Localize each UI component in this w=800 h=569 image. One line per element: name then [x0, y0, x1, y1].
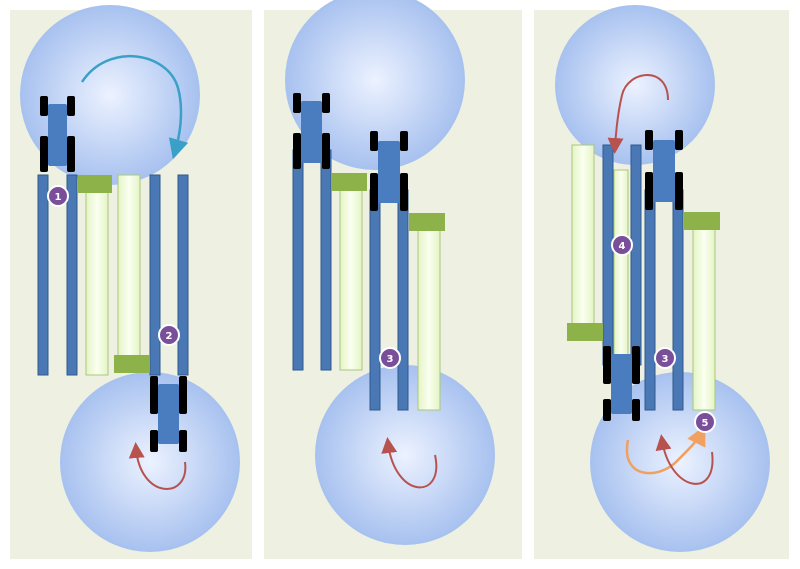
tractor-icon [150, 376, 187, 452]
strip-cap [78, 175, 112, 193]
strip-cap [114, 355, 150, 373]
crop-strip [339, 181, 363, 371]
step-number-badge: 2 [158, 324, 180, 346]
tractor-icon [370, 131, 408, 211]
track-rail [602, 144, 614, 366]
tractor-icon [40, 96, 75, 172]
curved-arrow-icon [128, 442, 187, 490]
tractor-icon [645, 130, 683, 210]
step-number-badge: 5 [694, 411, 716, 433]
crop-strip [571, 144, 595, 331]
svg-text:3: 3 [387, 354, 394, 365]
tractor-icon [603, 346, 640, 421]
track-rail [397, 189, 409, 411]
track-rail [149, 174, 161, 376]
turning-area-top [555, 5, 715, 165]
crop-strip [613, 169, 629, 361]
strip-cap [567, 323, 603, 341]
turning-area-bottom [315, 365, 495, 545]
step-number-badge: 4 [611, 234, 633, 256]
svg-text:3: 3 [662, 354, 669, 365]
step-number-badge: 3 [654, 347, 676, 369]
crop-strip [417, 221, 441, 411]
curved-arrow-icon [625, 425, 706, 475]
track-rail [66, 174, 78, 376]
curved-arrow-icon [655, 434, 714, 485]
track-rail [320, 149, 332, 371]
track-rail [177, 174, 189, 376]
curved-arrow-icon [381, 437, 438, 489]
track-rail [644, 189, 656, 411]
panel-3: 4 3 5 [534, 5, 789, 559]
crop-strip [692, 221, 716, 411]
track-rail [672, 189, 684, 411]
step-number-badge: 1 [47, 185, 69, 207]
crop-strip [85, 184, 109, 376]
track-rail [292, 149, 304, 371]
strip-cap [331, 173, 367, 191]
tractor-icon [293, 93, 330, 169]
svg-text:1: 1 [55, 192, 62, 203]
strip-cap [684, 212, 720, 230]
svg-text:5: 5 [702, 418, 709, 429]
curved-arrow-icon [607, 74, 669, 154]
track-rail [37, 174, 49, 376]
strip-cap [409, 213, 445, 231]
panel-2: 3 [264, 0, 522, 559]
step-number-badge: 3 [379, 347, 401, 369]
turning-area-top [285, 0, 465, 170]
track-rail [630, 144, 642, 366]
crop-strip [117, 174, 141, 366]
track-rail [369, 189, 381, 411]
turning-area-bottom [60, 372, 240, 552]
svg-text:2: 2 [166, 331, 173, 342]
panel-1: 1 2 [10, 5, 252, 559]
svg-text:4: 4 [619, 241, 626, 252]
curved-arrow-icon [80, 54, 189, 160]
